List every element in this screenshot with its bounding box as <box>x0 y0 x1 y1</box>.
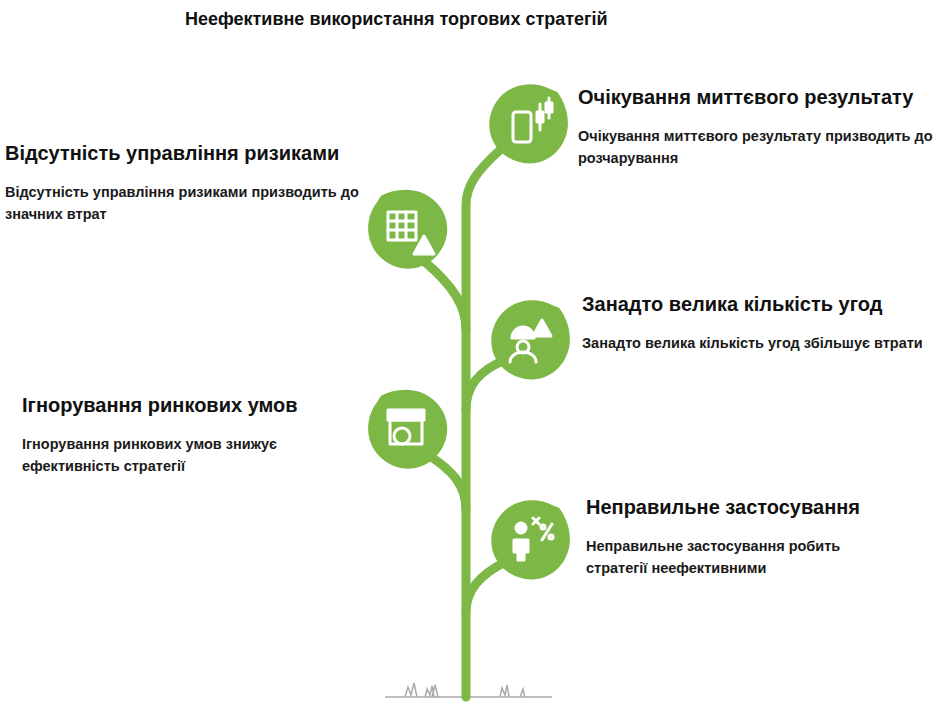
step-description: Занадто велика кількість угод збільшує в… <box>582 332 937 354</box>
step-item: Занадто велика кількість угодЗанадто вел… <box>582 292 937 354</box>
step-heading: Очікування миттєвого результату <box>578 85 940 109</box>
step-item: Ігнорування ринкових умовІгнорування рин… <box>22 393 332 477</box>
step-heading: Неправильне застосування <box>586 495 896 519</box>
step-heading: Відсутність управління ризиками <box>5 141 371 165</box>
grid-warning-icon <box>388 212 434 254</box>
leaf <box>475 482 588 595</box>
step-description: Неправильне застосування робить стратегі… <box>586 535 896 579</box>
step-item: Очікування миттєвого результатуОчікуванн… <box>578 85 940 169</box>
leaf <box>350 171 463 284</box>
phone-chart-icon <box>513 98 552 142</box>
diagram-title: Неефективне використання торгових страте… <box>185 9 608 30</box>
worker-warning-icon <box>510 320 551 362</box>
step-item: Неправильне застосуванняНеправильне заст… <box>586 495 896 579</box>
step-description: Очікування миттєвого результату призводи… <box>578 125 940 169</box>
step-description: Відсутність управління ризиками призводи… <box>5 181 371 225</box>
step-description: Ігнорування ринкових умов знижує ефектив… <box>22 433 332 477</box>
leaf <box>475 282 588 395</box>
step-item: Відсутність управління ризикамиВідсутніс… <box>5 141 371 225</box>
person-percent-icon <box>514 518 553 560</box>
shop-icon <box>388 410 424 444</box>
leaf <box>473 66 586 179</box>
step-heading: Ігнорування ринкових умов <box>22 393 332 417</box>
step-heading: Занадто велика кількість угод <box>582 292 937 316</box>
leaf <box>350 371 463 484</box>
